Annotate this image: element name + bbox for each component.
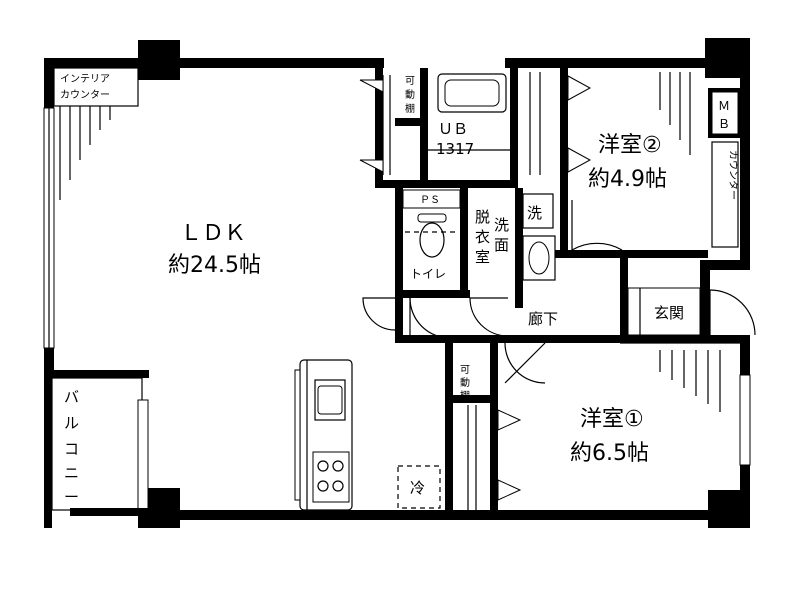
ldk-window: [43, 107, 55, 349]
balcony: バ ル コ ニ ー: [51, 377, 150, 516]
western1-label: 洋室①: [580, 407, 644, 432]
western1-window: [620, 342, 751, 466]
counter-vertical: カウンター: [711, 141, 739, 248]
ub-size: 1317: [436, 140, 474, 158]
interior-counter: インテリア カウンター: [53, 67, 139, 200]
movable-shelf-2-char-1: 可: [460, 365, 470, 376]
interior-counter-label-1: インテリア: [60, 74, 110, 85]
washroom: 脱 衣 室 洗 面 洗: [475, 193, 556, 281]
kitchen: [294, 359, 353, 511]
movable-shelf-2-char-2: 動: [460, 376, 470, 389]
western2-size: 約4.9帖: [588, 167, 667, 192]
balcony-char-4: ニ: [64, 464, 79, 482]
senmen-char-1: 洗: [494, 216, 509, 234]
movable-shelf-2: 可 動 棚: [460, 365, 522, 510]
bathtub: ＵＢ 1317: [428, 73, 510, 158]
balcony-char-2: ル: [64, 414, 79, 432]
ldk-size: 約24.5帖: [168, 253, 261, 278]
counter-vertical-label: カウンター: [727, 150, 739, 200]
ldk-label: ＬＤＫ: [180, 221, 246, 246]
balcony-char-5: ー: [64, 488, 79, 506]
western2-window: [659, 72, 691, 155]
movable-shelf-1-char-3: 棚: [405, 102, 415, 115]
western1-size: 約6.5帖: [570, 441, 649, 466]
mb-box: Ｍ Ｂ: [708, 88, 742, 138]
ub-label: ＵＢ: [438, 120, 468, 138]
fridge-label: 冷: [410, 479, 425, 497]
entrance: 玄関: [627, 287, 701, 336]
movable-shelf-1-char-1: 可: [405, 76, 415, 87]
mb-label-b: Ｂ: [718, 117, 730, 131]
datsui-char-2: 衣: [475, 228, 490, 246]
entrance-label: 玄関: [654, 304, 684, 322]
datsui-char-3: 室: [475, 248, 490, 266]
fridge: 冷: [397, 465, 441, 509]
western2-closet: [529, 72, 592, 175]
ps-label: ＰＳ: [420, 195, 440, 206]
inner-walls: [375, 68, 750, 518]
movable-shelf-2-char-3: 棚: [460, 389, 470, 402]
senmen-char-2: 面: [494, 236, 509, 254]
toilet-room: ＰＳ トイレ: [402, 189, 461, 281]
interior-counter-label-2: カウンター: [60, 89, 110, 101]
washer-label: 洗: [527, 204, 542, 222]
western2-label: 洋室②: [598, 133, 662, 158]
corridor-label: 廊下: [528, 310, 558, 328]
movable-shelf-1-char-2: 動: [405, 88, 415, 101]
balcony-char-1: バ: [64, 388, 79, 406]
toilet-label: トイレ: [410, 267, 446, 281]
mb-label-m: Ｍ: [718, 99, 730, 113]
balcony-char-3: コ: [64, 440, 79, 458]
datsui-char-1: 脱: [475, 208, 490, 226]
movable-shelf-1: 可 動 棚: [359, 75, 415, 175]
